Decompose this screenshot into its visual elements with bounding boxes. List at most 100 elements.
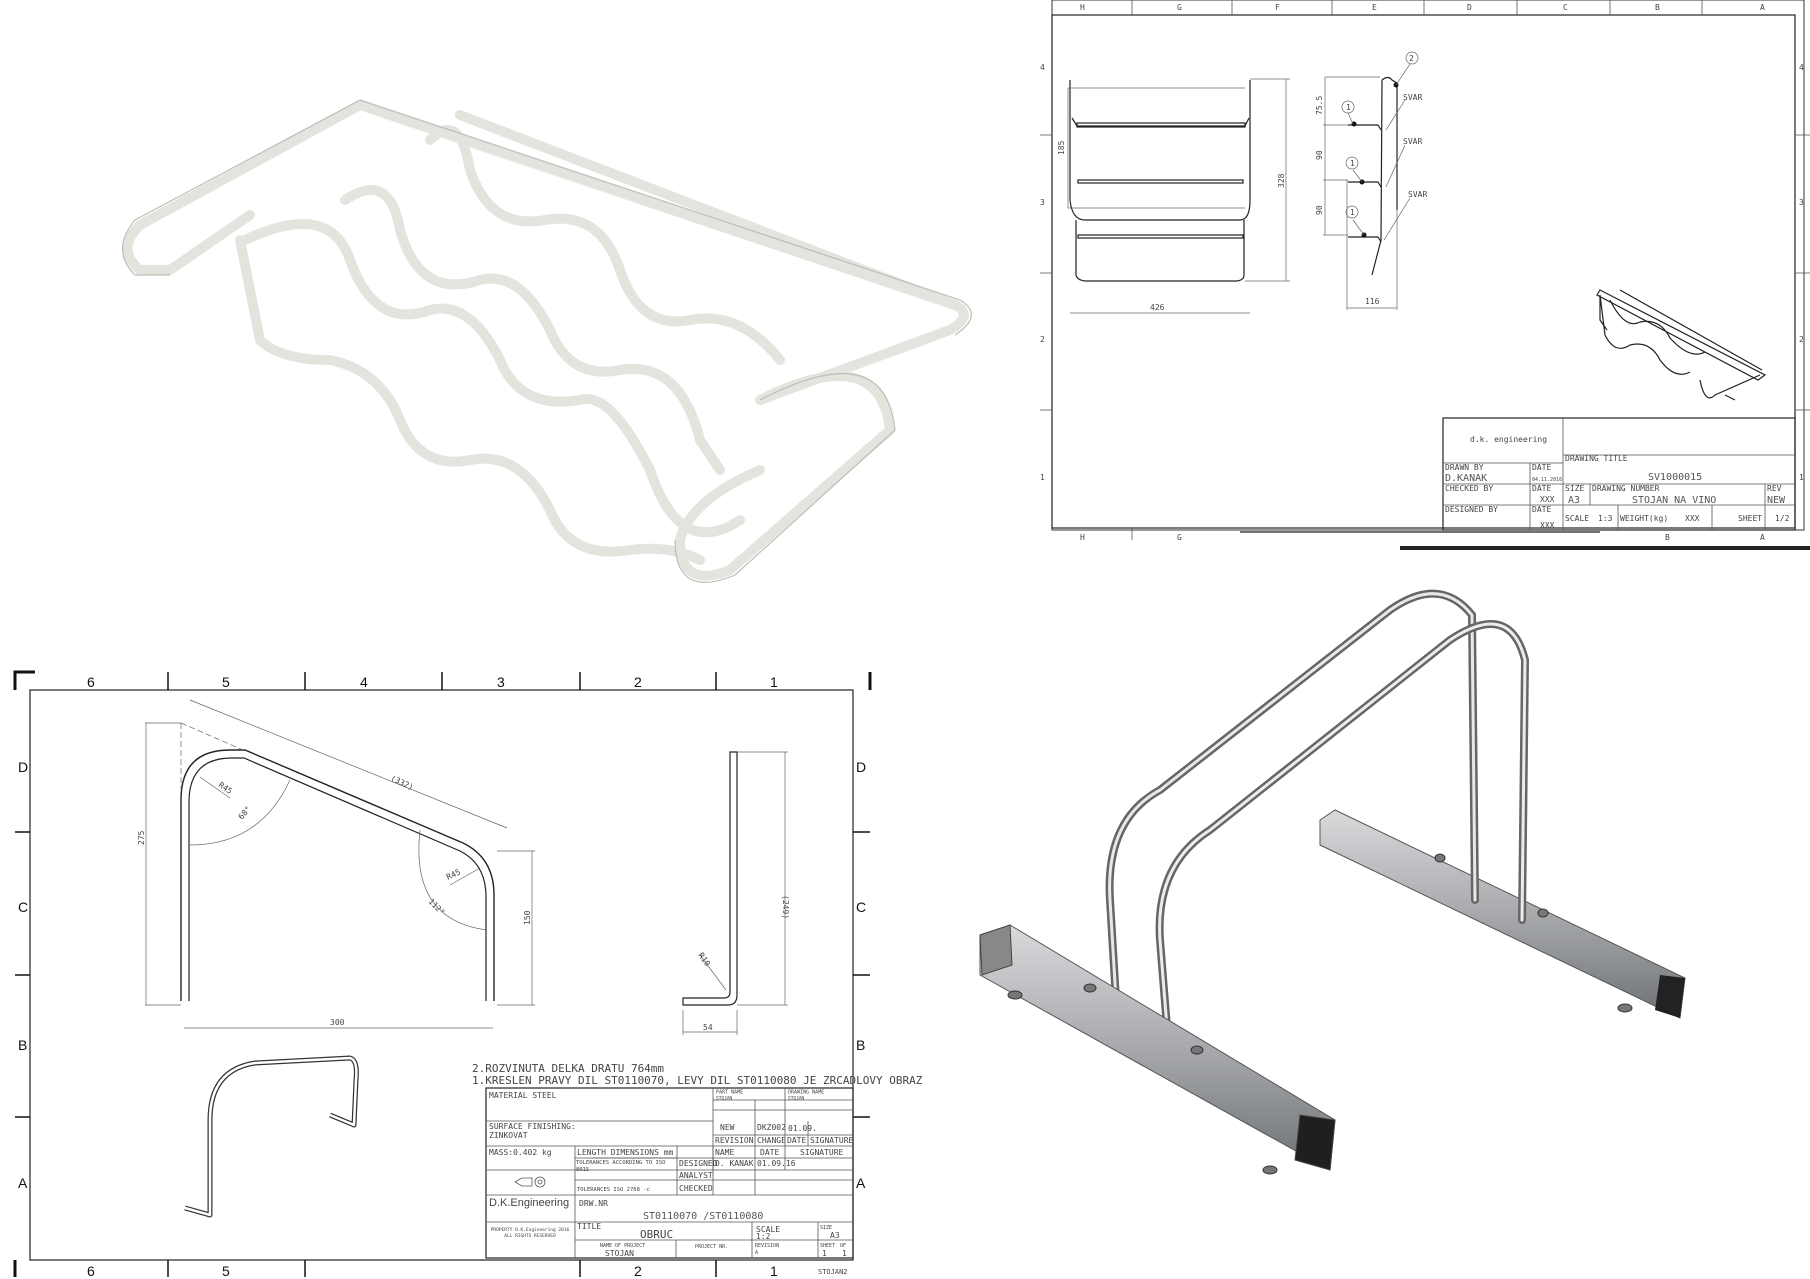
label: OF (840, 1243, 846, 1249)
zone-letter: A (856, 1175, 866, 1191)
zone-number: 6 (87, 674, 95, 690)
dim-overall-width: 426 (1150, 303, 1165, 312)
dim-right-height: 150 (523, 910, 532, 925)
zone-letter: B (856, 1037, 865, 1053)
label: DESIGNED (679, 1159, 718, 1168)
label: CHECKED BY (1445, 484, 1493, 493)
label: CHECKED (679, 1184, 713, 1193)
zone-number: 2 (1040, 335, 1045, 344)
zone-letter: A (1760, 3, 1765, 12)
label: NAME (715, 1148, 734, 1157)
dim-side-height: (249) (781, 895, 790, 919)
label: DATE (760, 1148, 779, 1157)
zone-letter: C (856, 899, 866, 915)
tolerances: TOLERANCES ISO 2768 -c (577, 1187, 650, 1193)
iso-view (1596, 289, 1767, 401)
label: TITLE (577, 1222, 601, 1231)
zone-number: 5 (222, 674, 230, 690)
front-beam (979, 924, 1336, 1171)
label: DATE (1532, 484, 1551, 493)
dim-side-foot: 54 (703, 1023, 713, 1032)
label: SIZE (820, 1225, 832, 1231)
side-view (1348, 76, 1398, 276)
zone-letter: E (1372, 3, 1377, 12)
sheet-value: 1/2 (1775, 514, 1790, 523)
front-view (1069, 80, 1251, 282)
zone-number: 5 (222, 1263, 230, 1279)
zone-number: 6 (87, 1263, 95, 1279)
project-name: STOJAN (605, 1249, 634, 1258)
label: SIGNATURE (810, 1136, 854, 1145)
zone-number: 4 (1799, 63, 1804, 72)
designed-date: 01.09.16 (757, 1159, 796, 1168)
designed-name: D. KANAK (715, 1159, 754, 1168)
label: PROJECT NR. (695, 1244, 728, 1250)
zone-letter: G (1177, 3, 1182, 12)
title-block: d.k. engineering DRAWN BY DATE CHECKED B… (1442, 417, 1796, 542)
callout-1: 1 (1346, 103, 1351, 112)
label: SURFACE FINISHING: (489, 1122, 576, 1131)
hoop-side-view (682, 751, 738, 1006)
zone-number: 2 (634, 1263, 642, 1279)
label: REV (1767, 484, 1782, 493)
dim-depth: 116 (1365, 297, 1380, 306)
label: DRAWING NUMBER (1592, 484, 1660, 493)
note-2: 2.ROZVINUTA DELKA DRATU 764mm (472, 1062, 664, 1075)
scale-value: 1:2 (756, 1232, 771, 1241)
zone-number: 2 (634, 674, 642, 690)
zone-letter: B (1665, 533, 1670, 542)
projection-symbol-icon (514, 1176, 546, 1188)
label: DRW.NR (579, 1199, 608, 1208)
label: DATE (1532, 505, 1551, 514)
weld-label: SVAR (1403, 93, 1422, 102)
drawing-title: OBRUC (640, 1228, 673, 1241)
rack-wave-3 (425, 125, 785, 365)
rev-value: NEW (1767, 495, 1786, 506)
sheet-value: 1 (822, 1249, 827, 1258)
drawing-number: STOJAN NA VINO (1632, 495, 1716, 506)
zone-number: 3 (497, 674, 505, 690)
callout-1: 1 (1350, 208, 1355, 217)
property-notice: PROPERTY O.K.Engineering 2016 ALL RIGHTS… (490, 1228, 570, 1239)
drawn-by: D.KANAK (1445, 473, 1487, 484)
rack-wave-2 (340, 185, 725, 475)
label: CHANGE (757, 1136, 786, 1145)
label: DATE (1532, 463, 1551, 472)
weld-label: SVAR (1403, 137, 1422, 146)
zone-number: 1 (770, 674, 778, 690)
hoop-rear (1105, 589, 1479, 1004)
rear-beam (1319, 809, 1686, 1019)
date-value: 04.11.2016 (1532, 477, 1562, 483)
tolerances: TOLERANCES ACCORDING TO ISO 8015 (576, 1160, 666, 1173)
rev-new: NEW (720, 1123, 735, 1132)
company-name: D.K.Engineering (489, 1197, 569, 1209)
zone-letter: C (1563, 3, 1568, 12)
value: XXX (1540, 521, 1555, 530)
zone-letter: C (18, 899, 28, 915)
dim-height: 275 (137, 830, 146, 845)
material: MATERIAL STEEL (489, 1091, 557, 1100)
label: SHEET (820, 1243, 835, 1249)
rack-rail-3 (455, 110, 960, 310)
zone-number: 1 (1799, 473, 1804, 482)
of-value: 1 (842, 1249, 847, 1258)
zone-letter: D (1467, 3, 1472, 12)
zone-letter: A (18, 1175, 28, 1191)
zone-letter: B (18, 1037, 27, 1053)
callout-2: 2 (1409, 54, 1414, 63)
dim-pitch-bottom: 90 (1315, 205, 1324, 215)
zone-letter: D (856, 759, 866, 775)
zone-letter: B (1655, 3, 1660, 12)
label: SIZE (1565, 484, 1584, 493)
hoop-front-view (180, 749, 495, 1001)
label: DESIGNED BY (1445, 505, 1498, 514)
rack-wave-4 (235, 235, 705, 565)
label: DRAWING NAME (788, 1090, 824, 1096)
label: SIGNATURE (800, 1148, 844, 1157)
label: REVISION (755, 1243, 779, 1249)
zone-letter: D (18, 759, 28, 775)
label: DATE (787, 1136, 806, 1145)
